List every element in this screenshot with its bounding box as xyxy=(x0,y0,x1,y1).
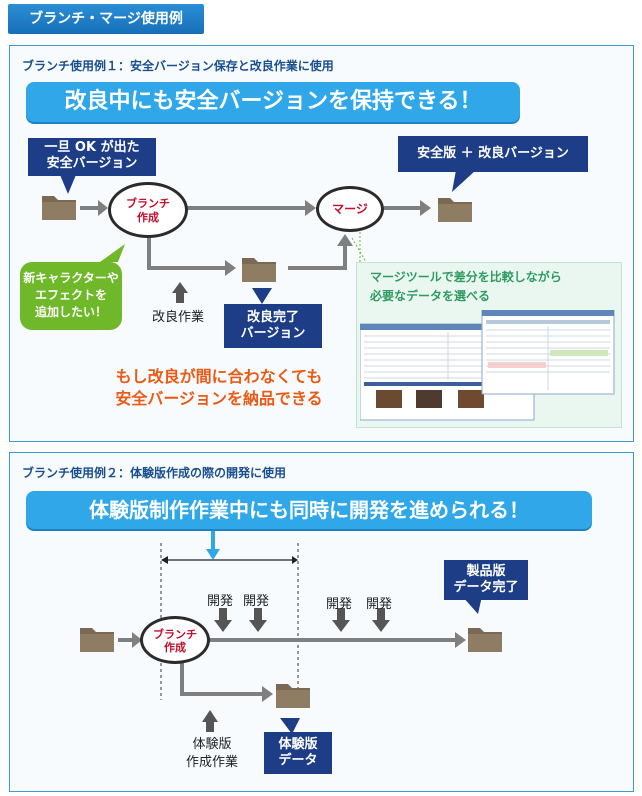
trial-data-box: 体験版 データ xyxy=(264,732,332,774)
product-line2: データ完了 xyxy=(453,580,519,595)
delivery-note: もし改良が間に合わなくても 安全バージョンを納品できる xyxy=(92,366,346,410)
improvement-complete-box: 改良完了 バージョン xyxy=(224,304,322,348)
branch-node-2-line2: 作成 xyxy=(164,641,186,654)
branch-node: ブランチ 作成 xyxy=(108,182,188,238)
branch-node-line1: ブランチ xyxy=(126,197,170,210)
screenshot-thumbnail xyxy=(360,310,615,421)
trial-work-line2: 作成作業 xyxy=(186,755,239,770)
improvement-work-label: 改良作業 xyxy=(152,310,205,325)
folder-icon xyxy=(468,628,502,652)
safe-improved-box: 安全版 ＋ 改良バージョン xyxy=(398,136,588,172)
complete-line2: バージョン xyxy=(240,326,306,341)
example2-title: ブランチ使用例２：体験版作成の際の開発に使用 xyxy=(22,466,287,480)
branch-node-2-line1: ブランチ xyxy=(153,628,197,641)
example1-banner: 改良中にも安全バージョンを保持できる！ xyxy=(26,82,520,122)
example2-banner: 体験版制作作業中にも同時に開発を進められる！ xyxy=(26,491,592,529)
complete-line1: 改良完了 xyxy=(246,310,299,325)
branch-node-line2: 作成 xyxy=(137,211,159,224)
merge-tool-text: マージツールで差分を比較しながら 必要なデータを選べる xyxy=(370,268,562,306)
trial-data-line1: 体験版 xyxy=(278,737,318,752)
folder-icon xyxy=(42,196,76,220)
merge-node: マージ xyxy=(316,186,384,232)
trial-work-label: 体験版 作成作業 xyxy=(186,736,238,772)
product-complete-box: 製品版 データ完了 xyxy=(444,560,528,600)
folder-icon xyxy=(242,258,276,282)
product-line1: 製品版 xyxy=(466,564,506,579)
trial-data-line2: データ xyxy=(278,753,318,768)
dev-label-1: 開発 xyxy=(207,594,234,609)
branch-node-2: ブランチ 作成 xyxy=(140,616,210,664)
bubble-line1: 新キャラクターや xyxy=(23,271,119,285)
ok-version-box: 一旦 OK が出た 安全バージョン xyxy=(28,138,156,176)
header-tab: ブランチ・マージ使用例 xyxy=(8,4,204,34)
merge-tool-line2: 必要なデータを選べる xyxy=(370,289,491,303)
folder-icon xyxy=(438,198,472,222)
merge-tool-line1: マージツールで差分を比較しながら xyxy=(370,270,562,284)
delivery-note-line1: もし改良が間に合わなくても xyxy=(115,367,323,386)
bubble-line3: 追加したい！ xyxy=(34,305,107,319)
dev-label-2: 開発 xyxy=(243,594,270,609)
dev-label-4: 開発 xyxy=(366,597,393,612)
dev-label-3: 開発 xyxy=(326,597,353,612)
trial-work-line1: 体験版 xyxy=(192,737,232,752)
folder-icon xyxy=(276,684,310,708)
ok-version-line2: 安全バージョン xyxy=(46,156,138,171)
ok-version-line1: 一旦 OK が出た xyxy=(44,140,140,155)
folder-icon xyxy=(80,628,114,652)
new-character-bubble: 新キャラクターや エフェクトを 追加したい！ xyxy=(20,262,122,330)
bubble-line2: エフェクトを xyxy=(34,288,107,302)
example1-title: ブランチ使用例１：安全バージョン保存と改良作業に使用 xyxy=(22,59,334,73)
delivery-note-line2: 安全バージョンを納品できる xyxy=(115,389,323,408)
